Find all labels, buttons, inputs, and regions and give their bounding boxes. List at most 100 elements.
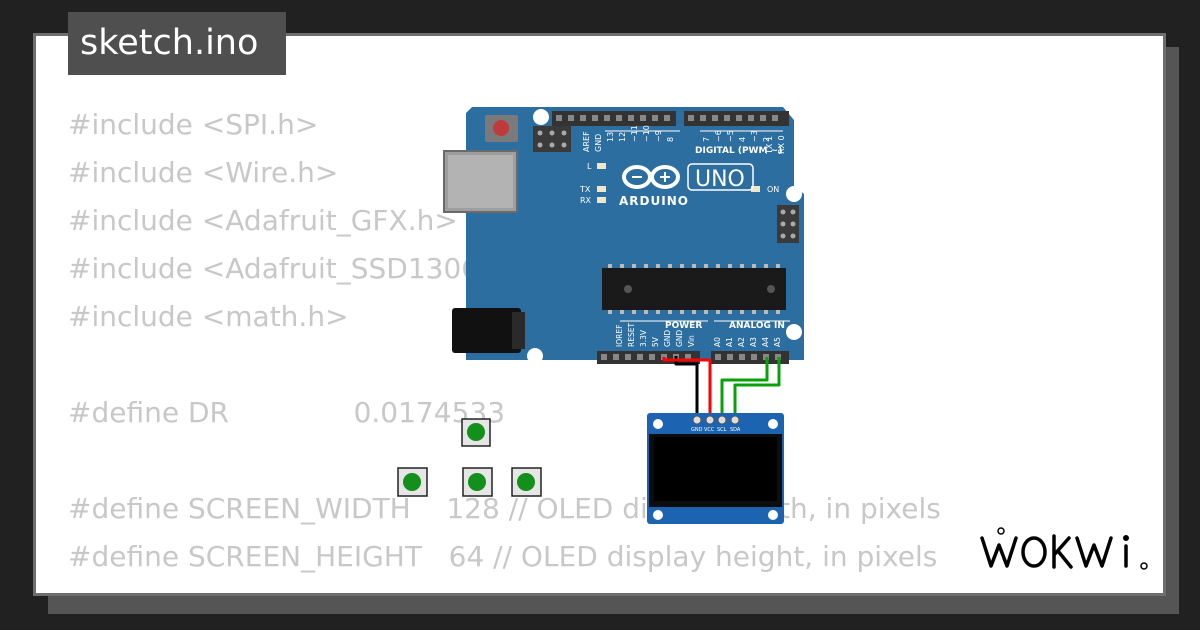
oled-pin-label: SDA bbox=[730, 427, 741, 433]
pin-label: AREF bbox=[582, 131, 591, 152]
pushbutton-down[interactable] bbox=[462, 467, 493, 497]
pin-label: A5 bbox=[773, 337, 782, 347]
oled-pin-sda bbox=[730, 415, 740, 425]
pushbutton-right[interactable] bbox=[511, 467, 542, 497]
icsp-header-small bbox=[533, 126, 571, 152]
button-cap bbox=[403, 473, 421, 491]
led-l bbox=[597, 163, 606, 169]
oled-display[interactable]: GND VCC SCL SDA bbox=[647, 413, 784, 524]
power-header bbox=[597, 351, 700, 364]
bottom-pin-labels: IOREF RESET 3.3V 5V GND GND Vin A0 A1 A2… bbox=[615, 323, 782, 347]
code-line: #include <math.h> bbox=[68, 300, 349, 333]
oled-pin-vcc bbox=[705, 415, 715, 425]
mount-hole bbox=[786, 186, 802, 202]
pin-label: A4 bbox=[761, 337, 770, 347]
pushbutton-up[interactable] bbox=[461, 418, 491, 447]
wokwi-logo bbox=[980, 534, 1128, 569]
arduino-logo-icon bbox=[622, 165, 680, 189]
pin-label: RESET bbox=[627, 323, 636, 347]
pin-label: ~3 bbox=[750, 130, 759, 142]
wire-scl bbox=[720, 357, 769, 419]
wire-gnd bbox=[674, 356, 699, 419]
oled-pin-label: SCL bbox=[717, 427, 727, 433]
wire-vcc bbox=[662, 357, 712, 419]
code-line: #define SCREEN_HEIGHT 64 // OLED display… bbox=[68, 540, 938, 573]
pin-label: 3.3V bbox=[639, 329, 648, 347]
code-line: #include <Adafruit_GFX.h> bbox=[68, 204, 458, 237]
code-line: #include <Wire.h> bbox=[68, 156, 339, 189]
pin-label: A3 bbox=[749, 337, 758, 347]
chip-notch bbox=[624, 285, 632, 293]
pin-label: ~6 bbox=[714, 130, 723, 142]
mount-hole bbox=[653, 510, 663, 520]
oled-pin-gnd bbox=[692, 415, 702, 425]
pin-label: ~5 bbox=[726, 130, 735, 142]
mount-hole bbox=[527, 348, 543, 364]
sketch-title: sketch.ino bbox=[68, 12, 286, 75]
oled-pin-label: GND bbox=[691, 427, 703, 433]
analog-label: ANALOG IN bbox=[729, 321, 785, 331]
pin-label: RX 0 bbox=[777, 135, 786, 154]
digital-label: DIGITAL (PWM ~) bbox=[695, 146, 782, 156]
wire-sda bbox=[733, 357, 781, 419]
pin-label: A1 bbox=[725, 337, 734, 347]
wires bbox=[662, 356, 781, 419]
led-tx-label: TX bbox=[579, 185, 591, 194]
code-preview: #include <SPI.h> #include <Wire.h> #incl… bbox=[68, 0, 1168, 600]
pin-label: 5V bbox=[651, 336, 660, 347]
pin-label: ~10 bbox=[642, 125, 651, 142]
arduino-brand: ARDUINO bbox=[619, 194, 689, 208]
microcontroller-chip bbox=[602, 268, 786, 310]
oled-pin-label: VCC bbox=[704, 427, 715, 433]
pin-label: Vin bbox=[687, 335, 696, 347]
chip-pins bbox=[608, 264, 780, 314]
button-cap bbox=[467, 423, 485, 441]
pin-label: 4 bbox=[738, 137, 747, 142]
led-on bbox=[751, 186, 760, 192]
digital-header-pins bbox=[556, 115, 778, 121]
led-rx-label: RX bbox=[580, 196, 592, 205]
power-jack-lip bbox=[512, 312, 525, 349]
code-line: #include <SPI.h> bbox=[68, 108, 319, 141]
mount-hole bbox=[533, 109, 549, 125]
pin-label: 7 bbox=[702, 137, 711, 142]
led-rx bbox=[597, 197, 606, 203]
mount-hole bbox=[653, 419, 663, 429]
pin-label: ~11 bbox=[630, 125, 639, 142]
digital-header-left bbox=[552, 111, 676, 126]
button-cap bbox=[517, 473, 535, 491]
pin-label: 2 bbox=[762, 137, 771, 142]
pin-label: A0 bbox=[713, 337, 722, 347]
pin-label: 12 bbox=[618, 132, 627, 142]
pin-label: GND bbox=[594, 134, 603, 152]
code-line: #define DR 0.0174533 bbox=[68, 396, 506, 429]
pin-label: TX 1 bbox=[765, 136, 774, 155]
mount-hole bbox=[786, 324, 802, 340]
model-badge bbox=[687, 163, 754, 191]
wokwi-logo-dot bbox=[1123, 535, 1129, 541]
pin-label: IOREF bbox=[615, 325, 624, 347]
power-label: POWER bbox=[665, 321, 702, 331]
board-model: UNO bbox=[695, 167, 745, 192]
mount-hole bbox=[768, 510, 778, 520]
led-l-label: L bbox=[587, 162, 592, 171]
led-tx bbox=[597, 186, 606, 192]
pushbutton-left[interactable] bbox=[397, 467, 428, 497]
pin-label: 13 bbox=[606, 132, 615, 142]
arduino-uno-board[interactable]: AREF GND 13 12 ~11 ~10 ~9 8 7 ~6 ~5 4 ~3… bbox=[443, 107, 804, 364]
button-cap bbox=[468, 473, 486, 491]
reset-button-cap bbox=[493, 120, 509, 136]
power-jack bbox=[452, 308, 521, 353]
digital-pin-labels: AREF GND 13 12 ~11 ~10 ~9 8 7 ~6 ~5 4 ~3… bbox=[582, 125, 786, 155]
icsp-header-right bbox=[777, 205, 799, 243]
usb-port-inner bbox=[448, 155, 513, 208]
pin-label: 8 bbox=[666, 137, 675, 142]
pin-label: GND bbox=[663, 330, 672, 347]
chip-notch bbox=[767, 285, 775, 293]
pin-label: A2 bbox=[737, 337, 746, 347]
mount-hole bbox=[768, 419, 778, 429]
oled-screen-inner bbox=[654, 437, 777, 501]
oled-pin-scl bbox=[717, 415, 727, 425]
led-on-label: ON bbox=[767, 185, 779, 194]
